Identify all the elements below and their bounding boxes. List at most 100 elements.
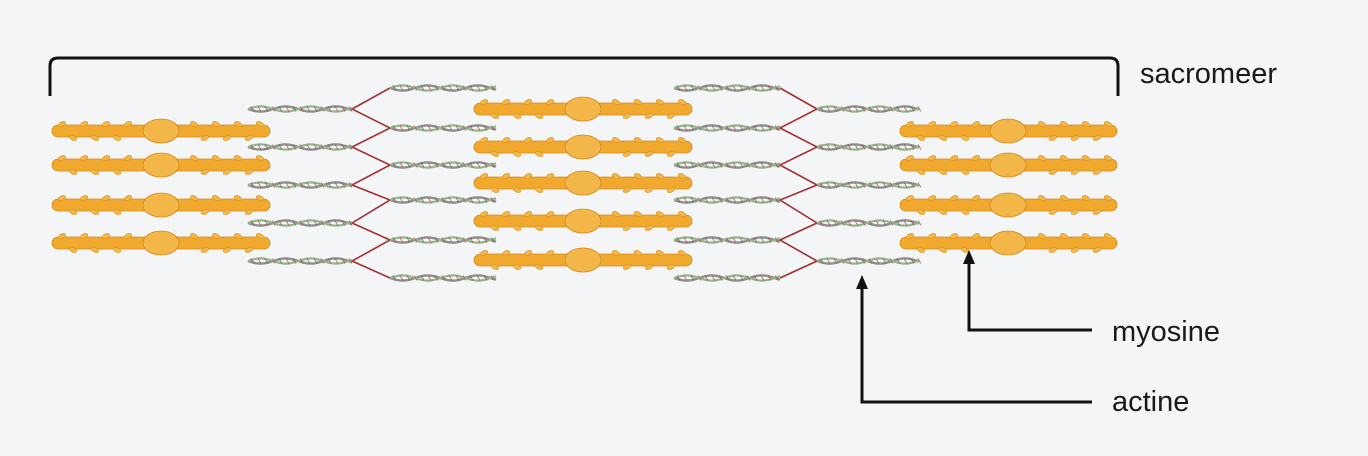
z-line-connector xyxy=(350,87,392,279)
myosin-head xyxy=(190,233,198,239)
myosin-head xyxy=(513,264,521,270)
myosin-head xyxy=(480,137,488,143)
myosin-head xyxy=(212,155,220,161)
myosin-head xyxy=(102,121,110,127)
actin-filament xyxy=(816,257,922,265)
myosin-head xyxy=(612,99,620,105)
myosin-head xyxy=(80,155,88,161)
actin-filament xyxy=(247,257,353,265)
myosin-head xyxy=(645,151,653,157)
myosin-head xyxy=(201,135,209,141)
actin-filament xyxy=(247,181,353,189)
myosin-head xyxy=(80,121,88,127)
myosin-head xyxy=(535,151,543,157)
myosin-head xyxy=(223,169,231,175)
myosin-head xyxy=(69,135,77,141)
myosin-head xyxy=(480,99,488,105)
sarcomere-bracket xyxy=(48,56,1120,96)
myosin-head xyxy=(124,233,132,239)
myosin-head xyxy=(656,250,664,256)
myosin-filaments xyxy=(51,96,1118,273)
myosin-head xyxy=(480,211,488,217)
myosin-head xyxy=(667,113,675,119)
myosin-head xyxy=(58,195,66,201)
myosin-head xyxy=(939,135,947,141)
myosin-filament xyxy=(899,230,1118,256)
myosin-head xyxy=(91,209,99,215)
myosin-head xyxy=(961,135,969,141)
myosin-head xyxy=(212,233,220,239)
myosin-head xyxy=(950,121,958,127)
myosin-head xyxy=(546,173,554,179)
myosin-head xyxy=(91,247,99,253)
myosin-head xyxy=(546,99,554,105)
myosin-head xyxy=(906,121,914,127)
myosin-head xyxy=(939,209,947,215)
myosin-head xyxy=(535,225,543,231)
myosin-head xyxy=(513,187,521,193)
myosin-arrowhead xyxy=(963,250,975,264)
myosin-head xyxy=(1071,135,1079,141)
myosin-head xyxy=(535,187,543,193)
myosin-head xyxy=(212,121,220,127)
myosin-head xyxy=(212,195,220,201)
myosin-head xyxy=(612,211,620,217)
myosin-head xyxy=(491,264,499,270)
myosin-head xyxy=(1049,135,1057,141)
myosin-head xyxy=(623,264,631,270)
myosin-head xyxy=(1071,247,1079,253)
actin-filament xyxy=(673,84,781,92)
myosin-head xyxy=(656,211,664,217)
myosin-head xyxy=(524,173,532,179)
myosin-head xyxy=(546,211,554,217)
myosin-filament xyxy=(51,118,271,144)
myosin-head xyxy=(58,121,66,127)
myosin-head xyxy=(1071,169,1079,175)
myosin-head xyxy=(667,151,675,157)
myosin-head xyxy=(80,195,88,201)
myosin-head xyxy=(201,247,209,253)
myosin-head xyxy=(1104,233,1112,239)
myosin-filament xyxy=(473,247,693,273)
myosin-head xyxy=(906,233,914,239)
myosin-head xyxy=(124,195,132,201)
myosin-head xyxy=(245,209,253,215)
myosin-head xyxy=(502,99,510,105)
myosin-head xyxy=(480,173,488,179)
myosin-head xyxy=(1082,155,1090,161)
myosin-head xyxy=(656,137,664,143)
myosin-head xyxy=(1104,121,1112,127)
myosin-head xyxy=(645,113,653,119)
myosin-head xyxy=(623,225,631,231)
myosin-head xyxy=(917,209,925,215)
myosin-head xyxy=(928,155,936,161)
myosin-head xyxy=(917,169,925,175)
myosin-head xyxy=(1038,195,1046,201)
actin-filament xyxy=(247,143,353,151)
myosin-head xyxy=(256,155,264,161)
myosin-head xyxy=(223,135,231,141)
myosin-head xyxy=(491,113,499,119)
myosin-head xyxy=(524,99,532,105)
myosin-head xyxy=(102,155,110,161)
myosin-head xyxy=(190,155,198,161)
myosin-head xyxy=(513,113,521,119)
myosin-head xyxy=(917,247,925,253)
myosin-head xyxy=(623,113,631,119)
myosin-filament xyxy=(473,170,693,196)
myosin-head xyxy=(1038,155,1046,161)
myosin-head xyxy=(623,151,631,157)
actin-filament xyxy=(816,143,922,151)
myosin-head xyxy=(546,137,554,143)
actin-filament xyxy=(389,274,497,282)
myosin-pointer xyxy=(963,250,1092,332)
myosin-head xyxy=(513,225,521,231)
actin-label: actine xyxy=(1112,386,1190,418)
actin-filament xyxy=(247,105,353,113)
myosin-head xyxy=(234,155,242,161)
myosin-filament xyxy=(899,192,1118,218)
myosin-head xyxy=(1049,209,1057,215)
myosin-head xyxy=(223,247,231,253)
myosin-head xyxy=(634,211,642,217)
myosin-head xyxy=(961,169,969,175)
